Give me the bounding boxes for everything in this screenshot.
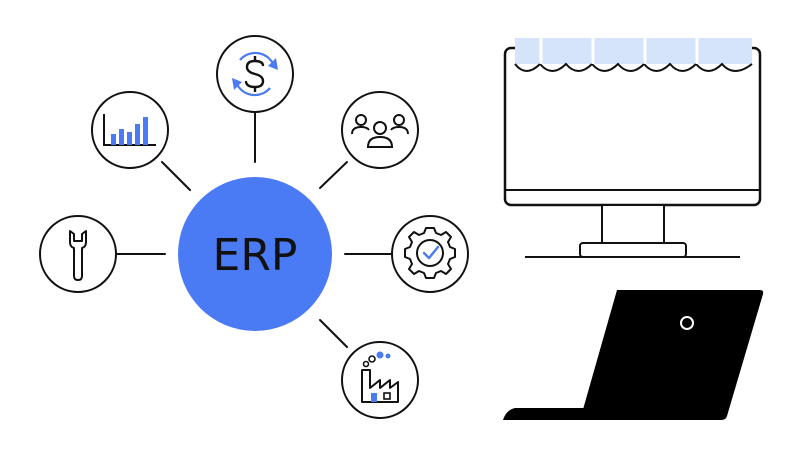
erp-hub-label: ERP xyxy=(213,230,298,281)
node-manufacturing xyxy=(341,341,419,419)
connector-people xyxy=(319,161,348,189)
monitor-neck xyxy=(601,204,665,246)
node-finance xyxy=(216,35,294,113)
node-analytics xyxy=(91,91,169,169)
laptop-logo xyxy=(680,316,694,330)
laptop-icon xyxy=(503,290,764,420)
node-maintenance xyxy=(39,215,117,293)
laptop-lid xyxy=(580,290,764,420)
factory-icon xyxy=(361,351,399,403)
wrench-icon xyxy=(69,230,87,281)
team-icon xyxy=(351,114,409,148)
storefront-monitor-icon xyxy=(503,38,762,258)
laptop-base xyxy=(503,408,585,420)
erp-hub: ERP xyxy=(178,177,332,331)
node-settings xyxy=(391,215,469,293)
awning xyxy=(514,38,753,72)
dollar-cycle-icon xyxy=(232,51,278,97)
bar-chart-icon xyxy=(103,114,156,146)
gear-check-icon xyxy=(404,227,456,279)
connector-manufacturing xyxy=(319,319,348,348)
connector-analytics xyxy=(161,161,191,191)
monitor-base xyxy=(579,242,687,258)
connectors xyxy=(116,112,393,348)
node-people xyxy=(341,91,419,169)
erp-hub-circle xyxy=(178,177,332,331)
